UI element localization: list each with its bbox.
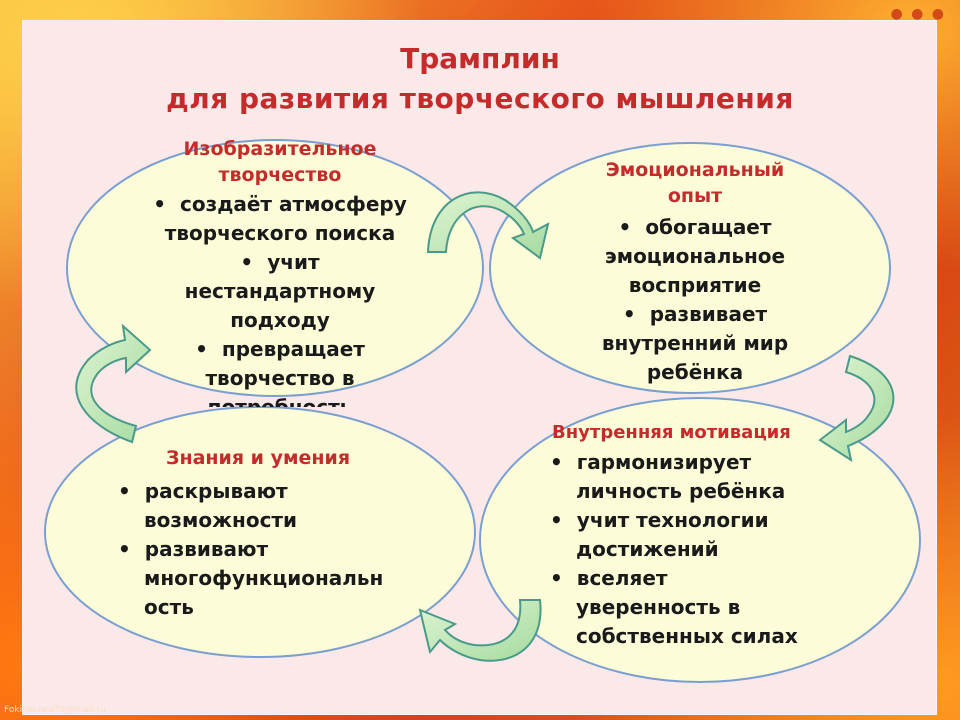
text-line: возможности bbox=[144, 508, 298, 532]
text-line: нестандартному bbox=[184, 279, 376, 303]
bullet-line: создаёт атмосферу bbox=[120, 190, 440, 219]
block-top-left: Изобразительное творчество создаёт атмос… bbox=[120, 136, 440, 407]
heading-line: Эмоциональный bbox=[605, 159, 785, 181]
ellipse-bottom-left bbox=[44, 406, 476, 658]
arrow-bottom-center bbox=[418, 599, 542, 662]
bullet-line: вселяет bbox=[550, 564, 850, 593]
text-line: творчество в bbox=[205, 366, 355, 390]
page-title: Трамплин bbox=[400, 42, 560, 75]
heading-line: опыт bbox=[667, 185, 723, 207]
ellipse-top-right bbox=[489, 142, 891, 394]
page-subtitle: для развития творческого мышления bbox=[166, 82, 794, 115]
text-line: внутренний мир bbox=[601, 331, 789, 355]
block-top-right: Эмоциональный опыт обогащает эмоциональн… bbox=[545, 157, 845, 387]
heading-line: Знания и умения bbox=[165, 447, 351, 469]
heading-line: творчество bbox=[218, 164, 342, 186]
arrow-top-center bbox=[426, 191, 550, 260]
bullet-line: развивает bbox=[545, 300, 845, 329]
bullet-line: обогащает bbox=[545, 213, 845, 242]
bullet-line: учит bbox=[120, 248, 440, 277]
block-bottom-right: Внутренняя мотивация гармонизирует лично… bbox=[550, 420, 850, 651]
text-line: творческого поиска bbox=[164, 221, 396, 245]
author-credit: FokinaLiwa79@mail.ru bbox=[4, 705, 106, 715]
bullet-line: превращает bbox=[120, 335, 440, 364]
text-line: восприятие bbox=[628, 273, 762, 297]
text-line: потребность bbox=[207, 395, 353, 407]
text-line: многофункциональн bbox=[144, 566, 384, 590]
text-line: подходу bbox=[230, 308, 330, 332]
bullet-line: учит технологии bbox=[550, 506, 850, 535]
text-line: уверенность в bbox=[576, 595, 741, 619]
text-line: ребёнка bbox=[646, 360, 744, 384]
heading-line: Внутренняя мотивация bbox=[552, 422, 791, 443]
block-bottom-left: Знания и умения раскрывают возможности р… bbox=[118, 445, 438, 622]
text-line: достижений bbox=[576, 537, 719, 561]
text-line: собственных силах bbox=[576, 624, 798, 648]
corner-decoration: ● ● ● bbox=[890, 6, 946, 22]
text-line: личность ребёнка bbox=[576, 479, 786, 503]
bullet-line: гармонизирует bbox=[550, 448, 850, 477]
bullet-line: раскрывают bbox=[118, 477, 438, 506]
heading-line: Изобразительное bbox=[183, 138, 377, 160]
text-line: эмоциональное bbox=[604, 244, 786, 268]
bullet-line: развивают bbox=[118, 535, 438, 564]
text-line: ость bbox=[144, 595, 194, 619]
